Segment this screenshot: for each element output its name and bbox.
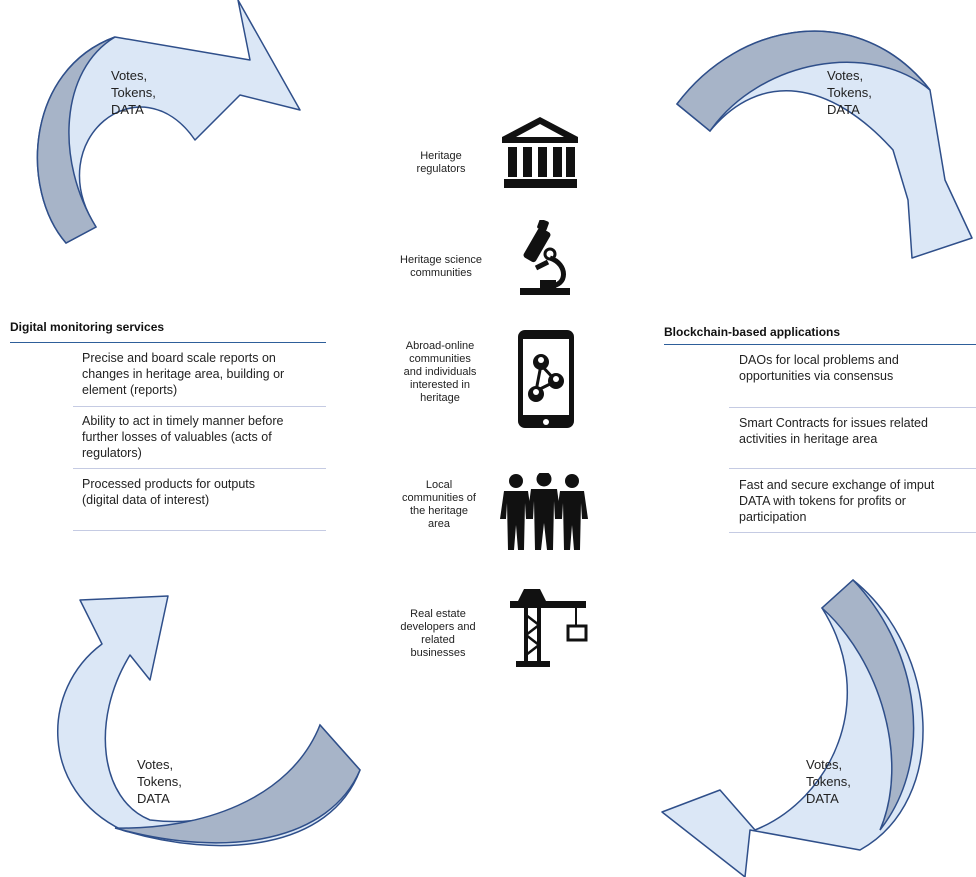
right-panel-separator xyxy=(729,532,976,533)
cycle-label-top-left: Votes,Tokens,DATA xyxy=(111,68,156,117)
bank-building-icon xyxy=(502,117,578,188)
left-panel-separator xyxy=(73,468,326,469)
people-group-icon xyxy=(500,473,588,550)
right-panel-separator xyxy=(729,407,976,408)
construction-crane-icon xyxy=(510,589,588,667)
left-panel-separator xyxy=(73,406,326,407)
phone-network-icon xyxy=(518,330,574,428)
left-panel-title: Digital monitoring services xyxy=(10,320,165,334)
cycle-label-top-right: Votes,Tokens,DATA xyxy=(827,68,872,117)
right-panel-title: Blockchain-based applications xyxy=(664,325,841,339)
cycle-arrow-bottom-right xyxy=(661,578,924,877)
left-panel-item: Processed products for outputs(digital d… xyxy=(82,477,256,507)
cycle-arrow-bottom-left xyxy=(56,595,361,847)
cycle-arrow-top-right xyxy=(675,30,973,259)
right-panel-separator xyxy=(729,468,976,469)
cycle-arrow-top-left xyxy=(36,0,301,244)
cycle-label-bottom-right: Votes,Tokens,DATA xyxy=(806,757,851,806)
microscope-icon xyxy=(520,220,570,295)
left-panel-rule xyxy=(10,342,326,343)
right-panel-rule xyxy=(664,344,976,345)
left-panel-separator xyxy=(73,530,326,531)
cycle-label-bottom-left: Votes,Tokens,DATA xyxy=(137,757,182,806)
